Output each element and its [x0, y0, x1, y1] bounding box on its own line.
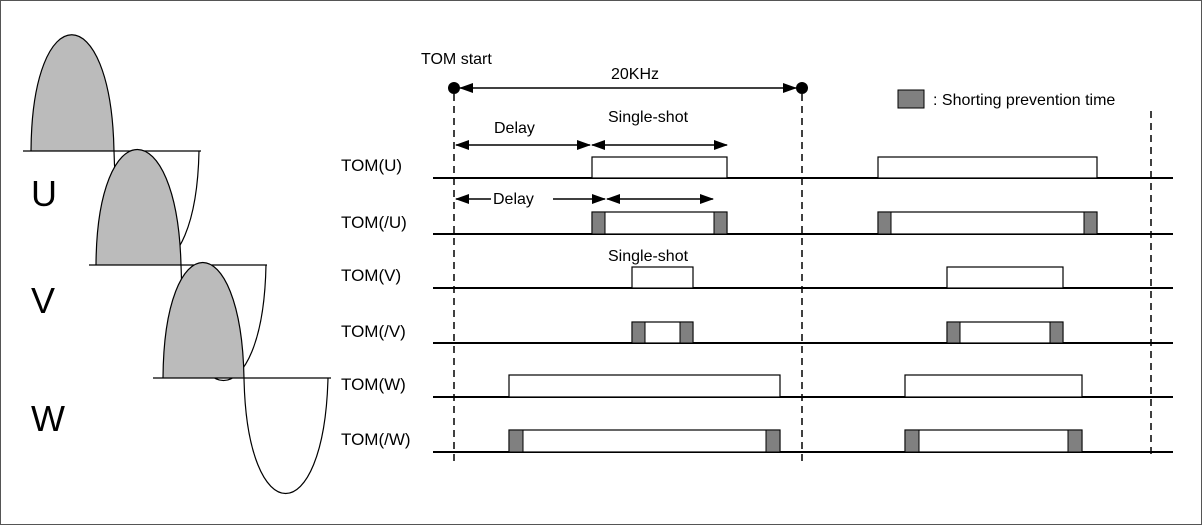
- dead-time-tom-inv-w-1a: [508, 429, 524, 453]
- pulse-tom-inv-u-1: [591, 211, 728, 235]
- row-label-tom-v: TOM(V): [341, 266, 401, 285]
- row-label-tom-u: TOM(U): [341, 156, 402, 175]
- pulse-tom-u-2: [877, 156, 1098, 179]
- phase-w-hatch: [163, 262, 244, 378]
- tom-start-label: TOM start: [421, 51, 492, 68]
- single-shot-label: Single-shot: [608, 109, 689, 126]
- period-label: 20KHz: [611, 66, 659, 83]
- dead-time-tom-inv-u-2b: [1083, 211, 1098, 235]
- dead-time-tom-inv-w-2a: [904, 429, 920, 453]
- pulse-tom-v-2: [946, 266, 1064, 289]
- phase-v-wave: [89, 148, 267, 382]
- dead-time-tom-inv-u-1b: [713, 211, 728, 235]
- phase-w-curve: [162, 261, 329, 495]
- pulse-tom-v-1: [631, 266, 694, 289]
- pulse-tom-w-2: [904, 374, 1083, 398]
- tom-start-marker: [448, 82, 460, 94]
- dead-time-tom-inv-v-1b: [679, 321, 694, 344]
- row-label-tom-inv-w: TOM(/W): [341, 430, 411, 449]
- row-label-tom-inv-u: TOM(/U): [341, 213, 407, 232]
- row-label-tom-inv-v: TOM(/V): [341, 322, 406, 341]
- pulse-tom-inv-w-2: [904, 429, 1083, 453]
- phase-w-label: W: [31, 398, 65, 439]
- pulse-tom-inv-w-1: [508, 429, 781, 453]
- single-shot-label-2: Single-shot: [608, 248, 689, 265]
- phase-v-label: V: [31, 280, 55, 321]
- legend-label: : Shorting prevention time: [933, 92, 1115, 109]
- dead-time-tom-inv-v-2b: [1049, 321, 1064, 344]
- pulse-tom-inv-u-2: [877, 211, 1098, 235]
- period-end-marker: [796, 82, 808, 94]
- phase-w-wave: [153, 261, 331, 495]
- legend-swatch: [897, 89, 925, 109]
- row-label-tom-w: TOM(W): [341, 375, 406, 394]
- phase-v-curve: [95, 148, 267, 382]
- phase-v-hatch: [96, 149, 181, 265]
- delay-label-2: Delay: [493, 191, 534, 208]
- delay-label: Delay: [494, 120, 535, 137]
- dead-time-tom-inv-w-2b: [1067, 429, 1083, 453]
- pulse-tom-u-1: [591, 156, 728, 179]
- pulse-tom-inv-v-2: [946, 321, 1064, 344]
- phase-u-label: U: [31, 173, 57, 214]
- dead-time-tom-inv-v-2a: [946, 321, 961, 344]
- dead-time-tom-inv-v-1a: [631, 321, 646, 344]
- dead-time-tom-inv-u-1a: [591, 211, 606, 235]
- dead-time-tom-inv-u-2a: [877, 211, 892, 235]
- phase-u-hatch: [31, 34, 114, 151]
- dead-time-tom-inv-w-1b: [765, 429, 781, 453]
- pulse-tom-w-1: [508, 374, 781, 398]
